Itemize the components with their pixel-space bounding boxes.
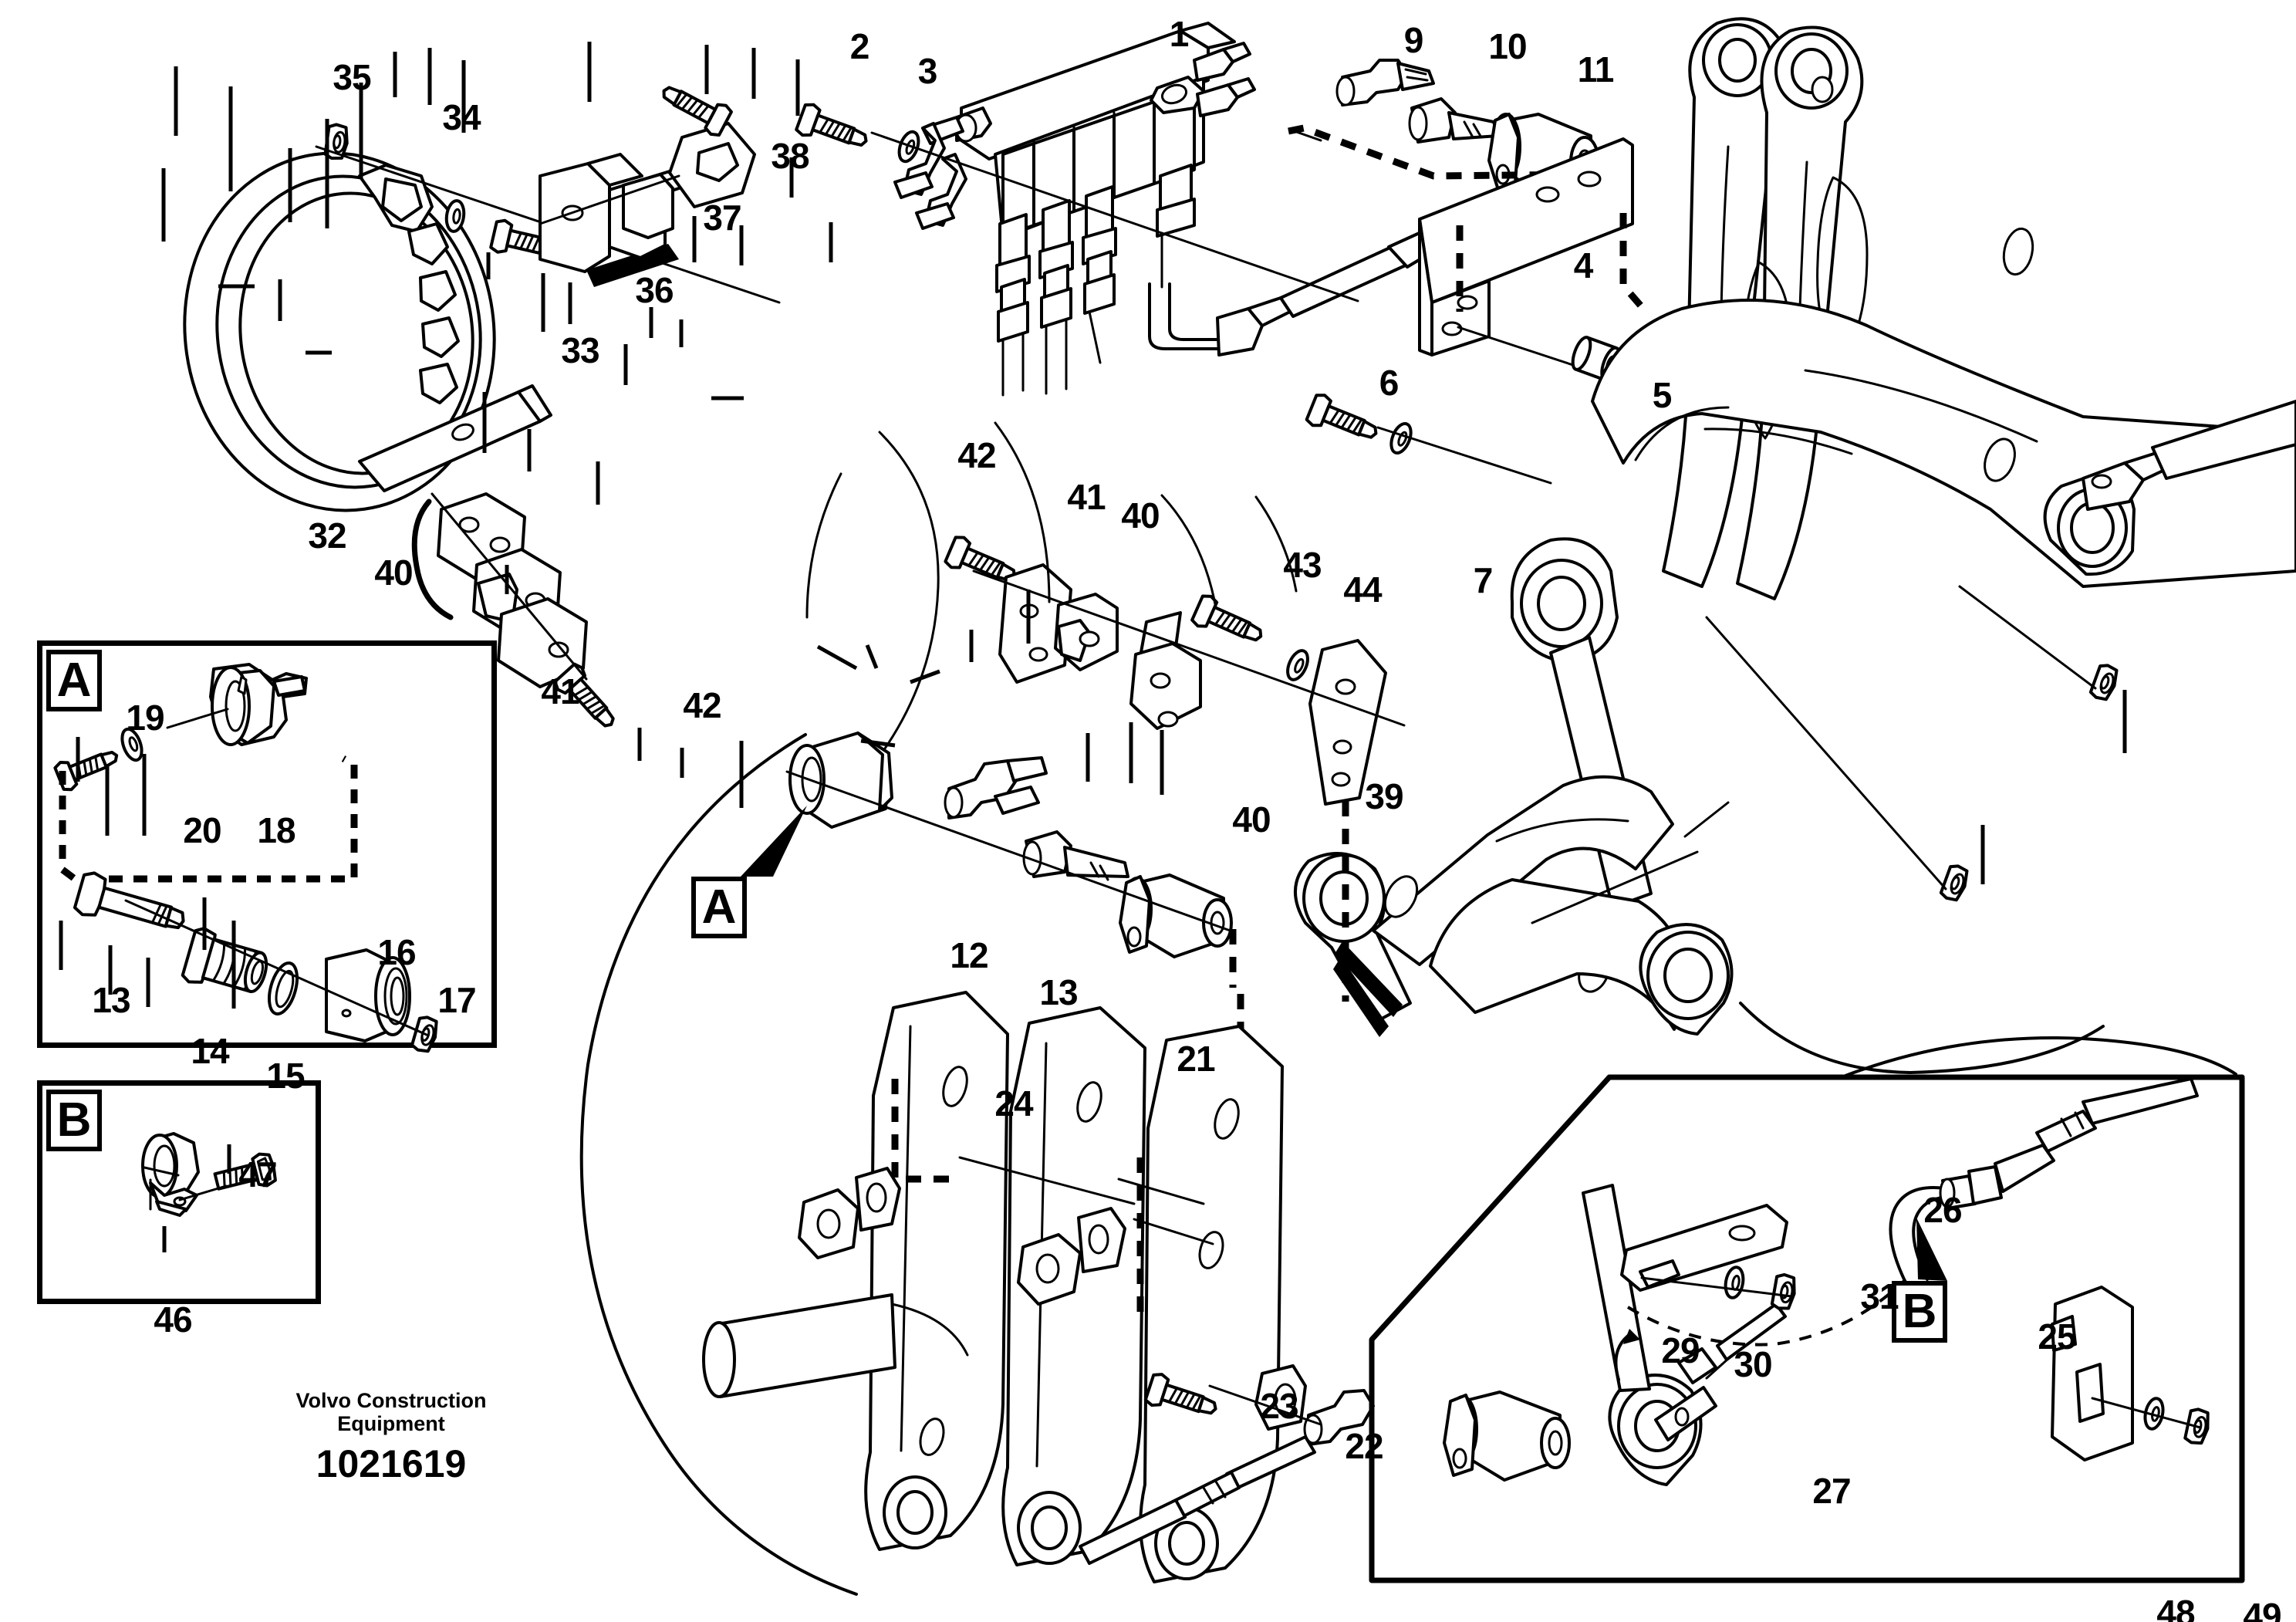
lower-right-inset-region — [1369, 1036, 2245, 1583]
callout-12: 12 — [950, 935, 988, 975]
callout-33: 33 — [561, 330, 599, 370]
callout-43: 43 — [1283, 545, 1322, 585]
callout-18: 18 — [257, 810, 295, 850]
callout-49: 49 — [2243, 1596, 2281, 1622]
detail-a-drawing: .a-ln{fill:none;stroke:#000;stroke-width… — [53, 663, 438, 1053]
callout-5: 5 — [1652, 375, 1673, 415]
callout-42: 42 — [957, 435, 996, 475]
callout-13b: 13 — [1039, 972, 1078, 1012]
clamp-block-stack — [411, 492, 625, 737]
callout-21: 21 — [1177, 1039, 1215, 1079]
callout-3: 3 — [917, 51, 938, 91]
callout-30: 30 — [1734, 1344, 1772, 1384]
logo-block: Volvo Construction Equipment 1021619 — [272, 1389, 511, 1486]
callout-27: 27 — [1812, 1471, 1851, 1511]
detail-tag-a-panel: A — [46, 650, 102, 711]
callout-32: 32 — [308, 515, 346, 556]
hose-clamp-ring-assembly — [183, 122, 781, 512]
boom-arm-structure — [1237, 17, 2296, 1105]
callout-40c: 40 — [374, 552, 413, 593]
detail-b-drawing: .b-lnT{fill:none;stroke:#000;stroke-widt… — [141, 1132, 277, 1252]
callout-2: 2 — [849, 26, 870, 66]
detail-marker-b: B — [1892, 1281, 1947, 1343]
callout-38: 38 — [771, 136, 809, 176]
callout-25: 25 — [2038, 1316, 2076, 1357]
brand-line-2: Equipment — [337, 1412, 445, 1436]
callout-13: 13 — [92, 980, 130, 1020]
callout-41b: 41 — [541, 671, 579, 711]
detail-tag-b-panel: B — [46, 1090, 102, 1151]
detail-panel-a: .a-ln{fill:none;stroke:#000;stroke-width… — [37, 640, 497, 1053]
callout-14: 14 — [191, 1031, 229, 1071]
callout-47: 47 — [238, 1154, 277, 1195]
callout-23: 23 — [1260, 1386, 1298, 1426]
brand-line-1: Volvo Construction — [295, 1389, 487, 1412]
callout-36: 36 — [635, 270, 674, 310]
callout-20: 20 — [183, 810, 221, 850]
callout-9: 9 — [1403, 20, 1424, 60]
callout-29: 29 — [1661, 1330, 1700, 1370]
callout-37: 37 — [703, 198, 741, 238]
callout-26: 26 — [1923, 1190, 1962, 1230]
callout-7: 7 — [1473, 560, 1494, 600]
callout-44: 44 — [1343, 569, 1382, 610]
callout-31: 31 — [1860, 1276, 1899, 1316]
callout-41: 41 — [1067, 477, 1106, 517]
detail-marker-a: A — [691, 877, 747, 938]
callout-19: 19 — [126, 698, 164, 738]
callout-22: 22 — [1345, 1426, 1383, 1466]
callout-24: 24 — [994, 1083, 1033, 1124]
callout-39: 39 — [1365, 776, 1403, 816]
callout-11: 11 — [1577, 49, 1615, 90]
callout-16: 16 — [377, 932, 416, 972]
bucket-linkage-assembly — [579, 733, 1375, 1596]
callout-42b: 42 — [683, 685, 721, 725]
callout-4: 4 — [1573, 245, 1594, 286]
callout-15: 15 — [266, 1056, 305, 1096]
callout-48: 48 — [2156, 1593, 2195, 1622]
leader-lines — [161, 42, 2127, 884]
mounting-plate-assembly — [1304, 137, 1646, 485]
callout-17: 17 — [437, 980, 476, 1020]
center-fitting-row — [741, 732, 1237, 988]
callout-10: 10 — [1488, 26, 1527, 66]
callout-34: 34 — [442, 97, 481, 137]
callout-46: 46 — [154, 1299, 192, 1340]
bracket-cluster-39-44 — [805, 421, 1406, 806]
hydraulic-valve-block — [793, 22, 1464, 397]
callout-1: 1 — [1169, 14, 1190, 54]
callout-6: 6 — [1379, 363, 1400, 403]
part-number: 1021619 — [316, 1442, 467, 1486]
callout-35: 35 — [333, 57, 371, 97]
callout-40b: 40 — [1232, 799, 1271, 840]
callout-40: 40 — [1121, 495, 1160, 536]
bracket-stack-36-37-38 — [539, 76, 756, 287]
